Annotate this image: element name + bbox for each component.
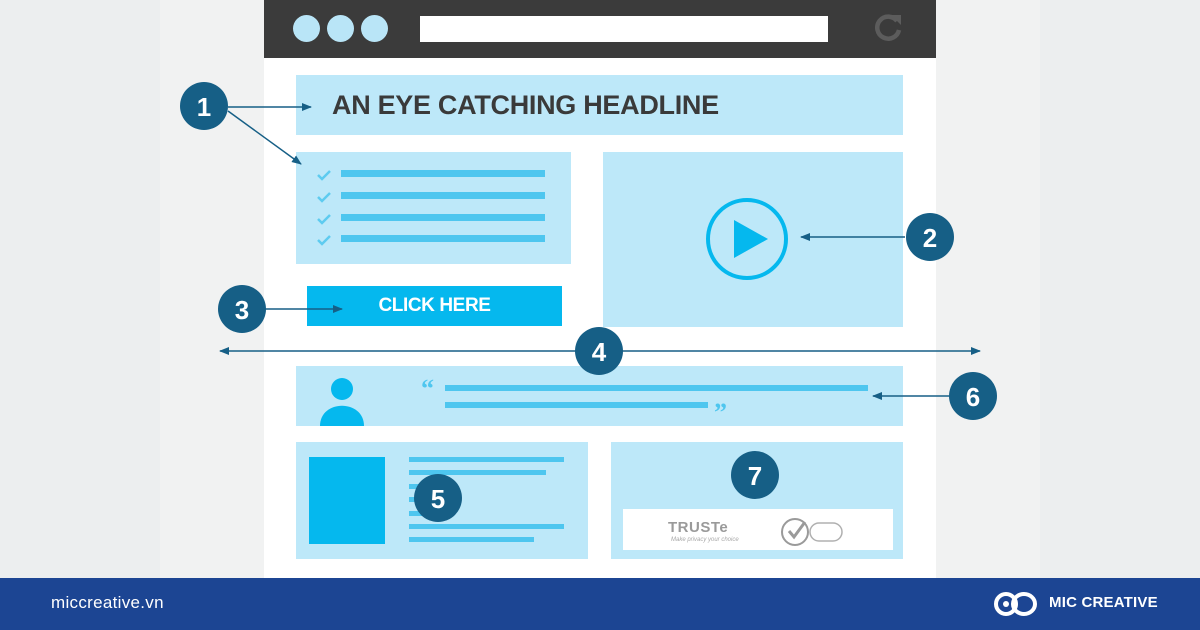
list-line bbox=[341, 192, 545, 199]
headline-text: AN EYE CATCHING HEADLINE bbox=[332, 89, 719, 120]
footer-brand-name: MIC CREATIVE bbox=[1049, 594, 1158, 611]
reload-icon bbox=[875, 14, 902, 41]
quote-open-icon: “ bbox=[421, 374, 434, 403]
play-icon[interactable] bbox=[706, 198, 788, 280]
browser-toolbar bbox=[264, 0, 936, 58]
callout-3-number: 3 bbox=[235, 295, 249, 325]
benefits-list bbox=[317, 170, 545, 246]
callout-1: 1 bbox=[180, 82, 228, 130]
background-left bbox=[0, 0, 160, 578]
callout-4-number: 4 bbox=[592, 337, 607, 367]
quote-close-icon: ” bbox=[714, 398, 727, 427]
testimonial-block bbox=[296, 366, 903, 426]
quote-line bbox=[445, 402, 708, 408]
callout-6: 6 bbox=[949, 372, 997, 420]
cta-label: CLICK HERE bbox=[378, 295, 491, 316]
background-right bbox=[1040, 0, 1200, 578]
callout-7: 7 bbox=[731, 451, 779, 499]
window-dot-icon bbox=[361, 15, 388, 42]
headline-block: AN EYE CATCHING HEADLINE bbox=[296, 75, 903, 135]
callout-3: 3 bbox=[218, 285, 266, 333]
check-icon bbox=[317, 192, 331, 203]
callout-7-number: 7 bbox=[748, 461, 762, 491]
callout-5-number: 5 bbox=[431, 484, 445, 514]
callout-2-number: 2 bbox=[923, 223, 937, 253]
callout-5: 5 bbox=[414, 474, 462, 522]
window-dot-icon bbox=[293, 15, 320, 42]
callout-1-number: 1 bbox=[197, 92, 211, 122]
address-bar bbox=[420, 16, 828, 42]
truste-logo: TRUSTe bbox=[668, 519, 729, 536]
callout-6-number: 6 bbox=[966, 382, 980, 412]
footer-site-link[interactable]: miccreative.vn bbox=[51, 593, 164, 612]
check-icon bbox=[317, 235, 331, 246]
quote-line bbox=[445, 385, 868, 391]
check-icon bbox=[317, 214, 331, 225]
user-icon bbox=[320, 378, 364, 426]
list-line bbox=[341, 235, 545, 242]
callout-1-arrow-list bbox=[227, 110, 302, 165]
mic-creative-logo-icon bbox=[994, 592, 1037, 616]
trust-badges-strip bbox=[623, 509, 893, 550]
callout-2: 2 bbox=[906, 213, 954, 261]
diagram-overlay: “ ” 1 2 3 4 bbox=[180, 82, 997, 546]
check-icon bbox=[317, 170, 331, 181]
cta-button[interactable]: CLICK HERE bbox=[307, 286, 562, 326]
callout-4: 4 bbox=[575, 327, 623, 375]
footer-bar: miccreative.vn MIC CREATIVE bbox=[0, 578, 1200, 630]
window-dot-icon bbox=[327, 15, 354, 42]
content-image bbox=[309, 457, 385, 544]
truste-tagline: Make privacy your choice bbox=[671, 537, 739, 543]
verified-seal-icon bbox=[781, 518, 843, 546]
list-line bbox=[341, 170, 545, 177]
list-line bbox=[341, 214, 545, 221]
